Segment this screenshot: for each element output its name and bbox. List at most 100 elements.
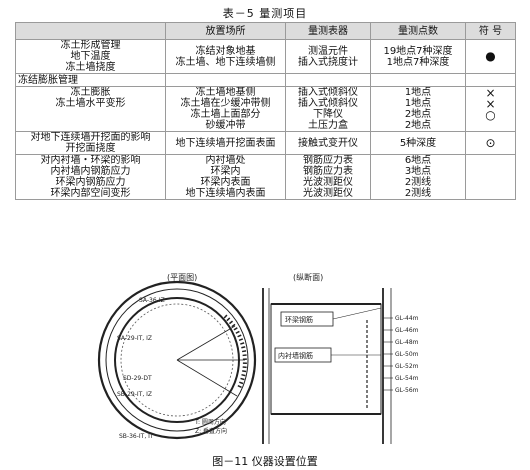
cell-line: 2测线 xyxy=(404,177,432,188)
cell-line: 光波测距仪 xyxy=(303,188,353,199)
depth-label: GL-44m xyxy=(395,315,419,322)
cell-line: 19地点7种深度 xyxy=(383,45,453,57)
instrument-layout-figure: (平面图) SA-36-IZ SA-29-IT, IZ SD-29-DT SB-… xyxy=(95,268,435,448)
instrument-cell: 测温元件 插入式挠度计 xyxy=(285,39,371,74)
cell-line: 冻土墙挠度 xyxy=(65,62,116,73)
group-cell: 冻结膨胀管理 xyxy=(15,73,166,87)
cell-line: 地下连续墙内表面 xyxy=(185,188,266,199)
cell-line: 开挖面挠度 xyxy=(65,143,116,154)
table-group-row: 冻结膨胀管理 xyxy=(15,73,516,87)
cell-line: 冻土墙、地下连续墙侧 xyxy=(175,56,276,68)
leader-line xyxy=(176,359,238,397)
cross-icon: × xyxy=(485,86,496,100)
cell-line: 内衬墙处 xyxy=(205,155,246,167)
symbol-cell xyxy=(465,154,516,200)
rebar-label: 内衬墙钢筋 xyxy=(278,351,313,360)
cell-line: 2测线 xyxy=(404,188,432,199)
depth-label: GL-46m xyxy=(395,327,419,334)
cell-line: 冻土墙上面部分 xyxy=(190,109,261,120)
gauge-label: SB-36-IT, IT xyxy=(119,433,154,440)
leader-line xyxy=(332,307,382,320)
symbol-cell: ● xyxy=(465,39,516,74)
cell-line: 环梁内 xyxy=(210,166,241,177)
header-cell: 符 号 xyxy=(465,22,516,40)
depth-ticks xyxy=(383,317,393,391)
cell-line: 环梁内部空间变形 xyxy=(50,188,131,199)
table-row: 冻土形成管理 地下温度 冻土墙挠度 冻结对象地基 冻土墙、地下连续墙侧 测温元件… xyxy=(15,39,516,74)
cell-line: 冻土墙在少缓冲带侧 xyxy=(180,98,271,109)
cell-line: 下降仪 xyxy=(313,109,343,120)
wall-inner-ring xyxy=(105,288,249,432)
section-view-label: (纵断面) xyxy=(293,272,323,282)
rebar-hatch-arc xyxy=(223,314,247,389)
cell-line: 对内衬墙・环梁的影响 xyxy=(40,155,141,167)
cell-line: 1地点7种深度 xyxy=(386,56,450,68)
cell-line: 砂缓冲带 xyxy=(205,120,246,131)
points-cell: 19地点7种深度 1地点7种深度 xyxy=(370,39,466,74)
cell-line: 环梁内表面 xyxy=(200,177,251,188)
leader-line xyxy=(176,325,236,361)
cell-line: 冻土墙水平变形 xyxy=(55,98,126,109)
cell-line: 冻土形成管理 xyxy=(60,40,121,52)
depth-label: GL-54m xyxy=(395,375,419,382)
plan-view-label: (平面图) xyxy=(167,273,197,282)
gauge-label: SA-36-IZ xyxy=(139,297,165,304)
item-cell: 对内衬墙・环梁的影响 内衬墙内钢筋应力 环梁内钢筋应力 环梁内部空间变形 xyxy=(15,154,166,200)
cell-line: 测温元件 xyxy=(308,45,348,57)
gauge-label: SD-29-DT xyxy=(123,375,152,382)
cell-line: 2地点 xyxy=(404,109,432,120)
item-cell: 对地下连续墙开挖面的影响 开挖面挠度 xyxy=(15,131,166,155)
place-cell: 冻结对象地基 冻土墙、地下连续墙侧 xyxy=(165,39,286,74)
cell-line: 冻结对象地基 xyxy=(195,45,256,57)
header-cell: 量测点数 xyxy=(370,22,466,40)
cell-line: 插入式倾斜仪 xyxy=(298,87,358,99)
table-row: 对内衬墙・环梁的影响 内衬墙内钢筋应力 环梁内钢筋应力 环梁内部空间变形 内衬墙… xyxy=(15,154,516,200)
legend-line: T: 圆周方向 xyxy=(194,418,226,426)
depth-label: GL-48m xyxy=(395,339,419,346)
symbol-cell: ⊙ xyxy=(465,131,516,155)
rebar-label: 环梁钢筋 xyxy=(285,315,313,324)
legend-line: Z: 垂直方向 xyxy=(195,427,227,435)
cell-line: 3地点 xyxy=(404,166,432,177)
symbol-cell: × × ○ xyxy=(465,86,516,132)
header-cell: 放置场所 xyxy=(165,22,286,40)
depth-label: GL-56m xyxy=(395,387,419,394)
points-cell: 5种深度 xyxy=(370,131,466,155)
table-header-row: 放置场所 量测表器 量测点数 符 号 xyxy=(15,22,516,40)
cell-line: 内衬墙内钢筋应力 xyxy=(50,166,131,177)
dotted-circle-icon: ⊙ xyxy=(485,135,496,150)
table-row: 对地下连续墙开挖面的影响 开挖面挠度 地下连续墙开挖面表面 接触式变开仪 5种深… xyxy=(15,131,516,155)
cell-line: 2地点 xyxy=(404,120,432,131)
cell-line: 对地下连续墙开挖面的影响 xyxy=(30,132,151,144)
cell-line: 冻土膨胀 xyxy=(70,87,111,99)
plan-view: SA-36-IZ SA-29-IT, IZ SD-29-DT SB-29-IT,… xyxy=(97,280,257,440)
header-cell xyxy=(15,22,166,40)
table-title: 表－5 量测项目 xyxy=(222,7,308,20)
cross-icon: × xyxy=(485,97,496,111)
cell-line: 插入式倾斜仪 xyxy=(298,98,358,109)
item-cell: 冻土膨胀 冻土墙水平变形 xyxy=(15,86,166,132)
measurement-table: 放置场所 量测表器 量测点数 符 号 冻土形成管理 地下温度 冻土墙挠度 冻结对… xyxy=(15,22,516,200)
filled-circle-icon: ● xyxy=(485,49,496,63)
instrument-cell: 钢筋应力表 钢筋应力表 光波测距仪 光波测距仪 xyxy=(285,154,371,200)
gauge-label: SA-29-IT, IZ xyxy=(117,335,152,342)
points-cell: 1地点 1地点 2地点 2地点 xyxy=(370,86,466,132)
cell-line: 钢筋应力表 xyxy=(303,155,353,167)
cell-line: 1地点 xyxy=(404,98,432,109)
open-circle-icon: ○ xyxy=(485,108,496,122)
cell-line: 土压力盒 xyxy=(308,120,348,131)
place-cell: 内衬墙处 环梁内 环梁内表面 地下连续墙内表面 xyxy=(165,154,286,200)
table-row: 冻土膨胀 冻土墙水平变形 冻土墙地基侧 冻土墙在少缓冲带侧 冻土墙上面部分 砂缓… xyxy=(15,86,516,132)
cell-line: 地下温度 xyxy=(70,51,111,62)
outer-wall-ring xyxy=(97,280,257,440)
cell-line: 钢筋应力表 xyxy=(303,166,353,177)
instrument-cell: 插入式倾斜仪 插入式倾斜仪 下降仪 土压力盒 xyxy=(285,86,371,132)
depth-label: GL-50m xyxy=(395,351,419,358)
item-cell: 冻土形成管理 地下温度 冻土墙挠度 xyxy=(15,39,166,74)
cell-line: 1地点 xyxy=(404,87,432,99)
depth-label: GL-52m xyxy=(395,363,419,370)
cell-line: 6地点 xyxy=(404,155,432,167)
instrument-cell: 接触式变开仪 xyxy=(285,131,371,155)
figure-caption: 图－11 仪器设置位置 xyxy=(212,455,318,468)
